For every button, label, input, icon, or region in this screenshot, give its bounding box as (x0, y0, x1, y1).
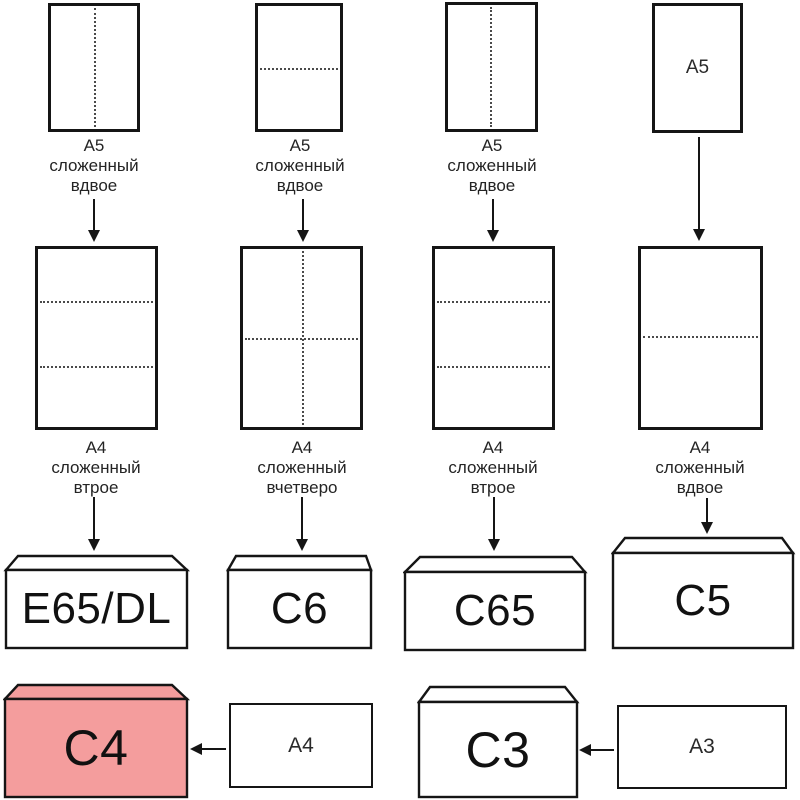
label-a4-folded-2: A4 сложенный вчетверо (222, 438, 382, 498)
paper-a4-fold-half (638, 246, 763, 430)
label-a5-folded-3: A5 сложенный вдвое (412, 136, 572, 196)
envelope-c65-label: C65 (453, 586, 537, 635)
arrow-shaft (301, 199, 304, 230)
paper-a4-fold-thirds-2 (432, 246, 555, 430)
arrowhead-icon (486, 230, 499, 242)
fold-line (489, 7, 492, 127)
label-line: сложенный (448, 458, 538, 477)
arrowhead-icon (295, 539, 308, 551)
arrow-shaft (300, 497, 303, 539)
envelope-c5-label: C5 (674, 575, 732, 625)
label-line: A5 (83, 136, 105, 155)
arrowhead-icon (296, 230, 309, 242)
fold-line (437, 366, 550, 369)
paper-a3-source-label: A3 (689, 735, 715, 758)
envelope-c6-label: C6 (270, 584, 329, 633)
label-line: вдвое (276, 176, 324, 195)
arrow-shaft (491, 199, 494, 230)
label-line: вдвое (468, 176, 516, 195)
fold-line (643, 336, 758, 339)
arrow-shaft (591, 748, 614, 751)
label-line: сложенный (655, 458, 745, 477)
label-line: сложенный (447, 156, 537, 175)
paper-a4-fold-quarters (240, 246, 363, 430)
paper-a4-source-label: A4 (288, 733, 314, 757)
label-line: A5 (289, 136, 311, 155)
arrow-down-icon (87, 497, 100, 551)
arrow-down-icon (296, 199, 309, 242)
label-a4-folded-1: A4 сложенный втрое (16, 438, 176, 498)
arrow-down-icon (487, 497, 500, 551)
paper-a5-plain-label: A5 (685, 57, 710, 78)
arrow-down-icon (700, 498, 713, 534)
envelope-c4-label: C4 (63, 720, 129, 776)
label-line: втрое (470, 478, 516, 497)
arrowhead-icon (692, 229, 705, 241)
arrowhead-icon (190, 742, 202, 755)
arrow-shaft (697, 137, 700, 229)
label-line: сложенный (51, 458, 141, 477)
arrowhead-icon (700, 522, 713, 534)
label-line: вдвое (70, 176, 118, 195)
label-line: вчетверо (266, 478, 338, 497)
arrow-shaft (492, 497, 495, 539)
fold-line (40, 365, 153, 368)
label-a5-folded-2: A5 сложенный вдвое (220, 136, 380, 196)
envelope-c4-highlighted (3, 683, 191, 799)
fold-line (94, 8, 96, 127)
arrow-shaft (705, 498, 708, 522)
paper-a4-source: A4 (229, 703, 373, 788)
label-line: A4 (85, 438, 107, 457)
label-line: A4 (689, 438, 711, 457)
envelope-c65 (403, 555, 588, 652)
paper-a5-fold-horizontal (255, 3, 343, 132)
envelope-e65dl-label: E65/DL (21, 584, 172, 633)
arrow-shaft (92, 199, 95, 230)
arrow-left-icon (579, 743, 614, 756)
paper-a5-plain: A5 (652, 3, 743, 133)
envelope-e65dl (3, 554, 191, 650)
label-a4-folded-4: A4 сложенный вдвое (620, 438, 780, 498)
fold-line (301, 251, 304, 425)
label-line: втрое (73, 478, 119, 497)
label-line: A4 (291, 438, 313, 457)
arrow-shaft (92, 497, 95, 539)
label-line: сложенный (49, 156, 139, 175)
paper-a3-source: A3 (617, 705, 787, 789)
arrow-down-icon (87, 199, 100, 242)
paper-a5-fold-vertical-2 (445, 2, 538, 132)
arrowhead-icon (87, 230, 100, 242)
label-a5-folded-1: A5 сложенный вдвое (14, 136, 174, 196)
label-line: A4 (482, 438, 504, 457)
arrow-shaft (202, 747, 226, 750)
arrowhead-icon (487, 539, 500, 551)
arrow-down-icon (486, 199, 499, 242)
label-line: вдвое (676, 478, 724, 497)
label-line: сложенный (257, 458, 347, 477)
arrow-down-icon (295, 497, 308, 551)
label-line: сложенный (255, 156, 345, 175)
arrow-down-icon (692, 137, 705, 241)
envelope-c3 (417, 685, 580, 799)
arrow-left-icon (190, 742, 226, 755)
arrowhead-icon (579, 743, 591, 756)
fold-line (40, 300, 153, 303)
fold-line (437, 300, 550, 303)
fold-line (260, 67, 338, 70)
label-a4-folded-3: A4 сложенный втрое (413, 438, 573, 498)
envelope-c3-label: C3 (465, 721, 531, 778)
label-line: A5 (481, 136, 503, 155)
paper-a4-fold-thirds-1 (35, 246, 158, 430)
envelope-c5 (611, 536, 796, 650)
paper-a5-fold-vertical-1 (48, 3, 140, 132)
envelope-c6 (226, 554, 373, 650)
arrowhead-icon (87, 539, 100, 551)
